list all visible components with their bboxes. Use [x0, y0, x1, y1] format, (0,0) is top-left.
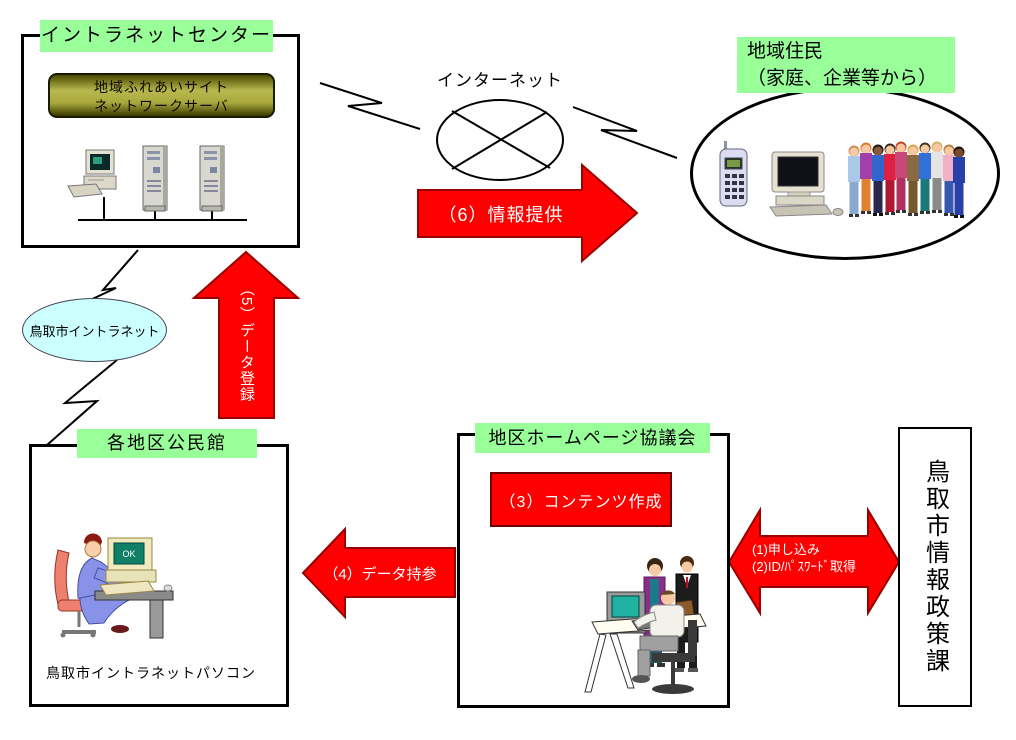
- intranet-center-title: イントラネットセンター: [40, 20, 273, 52]
- server-tower-icon: [142, 145, 168, 212]
- internet-title: インターネット: [437, 71, 563, 90]
- community-center-title: 各地区公民館: [77, 429, 257, 458]
- residents-title: 地域住民 （家庭、企業等から）: [737, 37, 955, 93]
- flow-2-label: (2)ID/ﾊﾟｽﾜｰﾄﾞ取得: [752, 559, 857, 574]
- lightning-link-icon: [572, 106, 678, 159]
- city-intranet-ellipse: 鳥取市イントラネット: [22, 298, 167, 362]
- flow-1-2-label: (1)申し込み (2)ID/ﾊﾟｽﾜｰﾄﾞ取得: [752, 541, 898, 575]
- city-intranet-label: 鳥取市イントラネット: [29, 323, 160, 339]
- content-creation-label: （3）コンテンツ作成: [499, 493, 663, 511]
- internet-node-icon: [436, 99, 564, 181]
- arrow-data-delivery: [301, 526, 456, 620]
- intranet-center-box: [21, 34, 300, 248]
- council-members-icon: [584, 556, 707, 694]
- pc-screen-text: OK: [122, 549, 135, 559]
- policy-division-title: 鳥取市情報政策課: [921, 459, 949, 675]
- intranet-pc-caption: 鳥取市イントラネットパソコン: [46, 665, 256, 681]
- lan-bus-icon: [78, 197, 247, 221]
- lightning-link-icon: [46, 359, 118, 446]
- network-server-banner: 地域ふれあいサイト ネットワークサーバ: [48, 73, 275, 118]
- flow-5-label: （5）データ登録: [238, 281, 255, 403]
- residents-ellipse: [690, 87, 1000, 260]
- workstation-icon: [67, 149, 117, 198]
- flow-6-label: （6）情報提供: [438, 205, 564, 225]
- flow-4-label: （4）データ持参: [323, 566, 437, 583]
- lightning-link-icon: [87, 249, 139, 302]
- arrow-info-provision: [417, 162, 639, 264]
- residents-title-line1: 地域住民: [747, 41, 824, 62]
- policy-division-box: 鳥取市情報政策課: [898, 427, 972, 707]
- council-title: 地区ホームページ協議会: [475, 423, 710, 453]
- flow-arrows: [191, 162, 901, 620]
- clerk-at-pc-icon: OK: [54, 533, 174, 639]
- content-creation-box: （3）コンテンツ作成: [490, 472, 672, 527]
- server-banner-line2: ネットワークサーバ: [94, 98, 229, 114]
- server-tower-icon: [199, 145, 225, 212]
- residents-title-line2: （家庭、企業等から）: [747, 68, 938, 89]
- server-banner-line1: 地域ふれあいサイト: [94, 79, 229, 95]
- flow-1-label: (1)申し込み: [752, 542, 820, 557]
- lightning-link-icon: [319, 82, 421, 130]
- arrow-data-registration: [191, 250, 301, 419]
